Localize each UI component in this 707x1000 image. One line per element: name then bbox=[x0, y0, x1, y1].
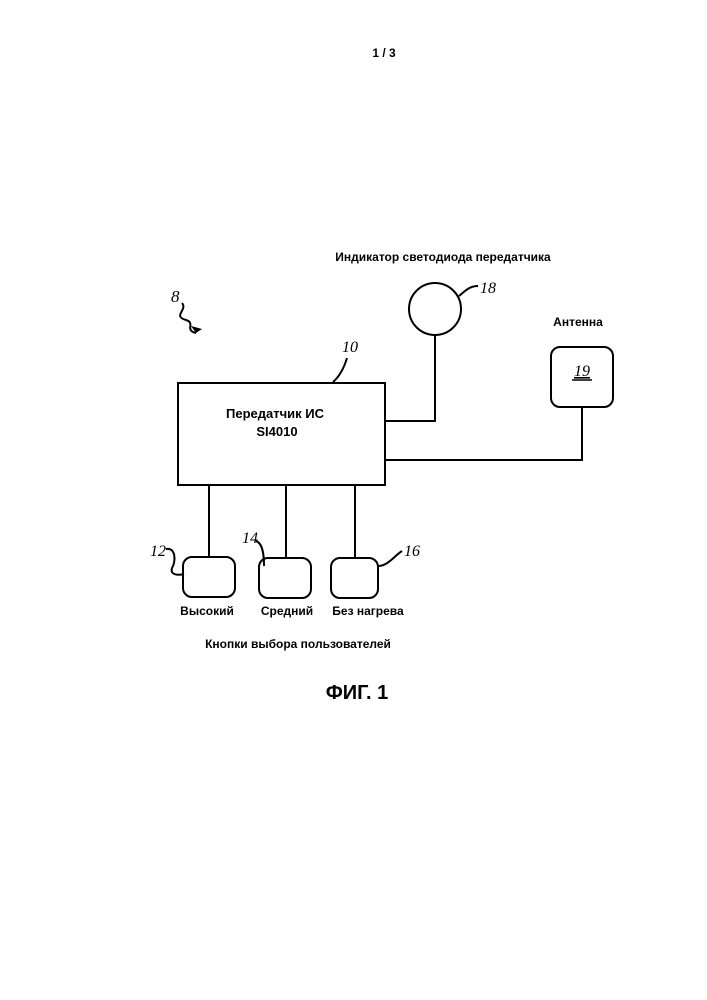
antenna-connection-line bbox=[385, 407, 583, 461]
led-indicator-circle bbox=[408, 282, 462, 336]
button-off-ref-leader bbox=[377, 550, 403, 567]
antenna-ref-number: 19 bbox=[574, 363, 590, 380]
button-off-ref-number: 16 bbox=[404, 543, 420, 560]
button-off-label: Без нагрева bbox=[332, 604, 404, 618]
page-number: 1 / 3 bbox=[372, 46, 396, 60]
button-medium-ref-leader bbox=[255, 540, 265, 567]
button-high-ref-number: 12 bbox=[150, 543, 166, 560]
system-ref-number: 8 bbox=[171, 287, 180, 306]
figure-caption: ФИГ. 1 bbox=[326, 682, 389, 704]
system-ref-leader bbox=[179, 302, 197, 334]
button-medium-ref-number: 14 bbox=[242, 530, 258, 547]
transmitter-model: SI4010 bbox=[256, 424, 297, 439]
led-ref-leader bbox=[458, 285, 479, 297]
led-connection-line bbox=[385, 335, 436, 422]
system-ref-arrowhead bbox=[191, 326, 202, 333]
antenna-label: Антенна bbox=[553, 315, 603, 329]
led-indicator-label: Индикатор светодиода передатчика bbox=[335, 250, 551, 264]
button-off-box bbox=[330, 557, 379, 599]
button-medium-label: Средний bbox=[261, 604, 313, 618]
transmitter-ref-leader bbox=[332, 357, 348, 383]
button-high-box bbox=[182, 556, 236, 598]
led-ref-number: 18 bbox=[480, 280, 496, 297]
button-high-label: Высокий bbox=[180, 604, 234, 618]
button-high-ref-leader bbox=[165, 547, 185, 576]
transmitter-ref-number: 10 bbox=[342, 339, 358, 356]
buttons-group-label: Кнопки выбора пользователей bbox=[205, 637, 391, 651]
transmitter-box bbox=[177, 382, 386, 486]
transmitter-title: Передатчик ИС bbox=[226, 406, 325, 421]
button-medium-box bbox=[258, 557, 312, 599]
